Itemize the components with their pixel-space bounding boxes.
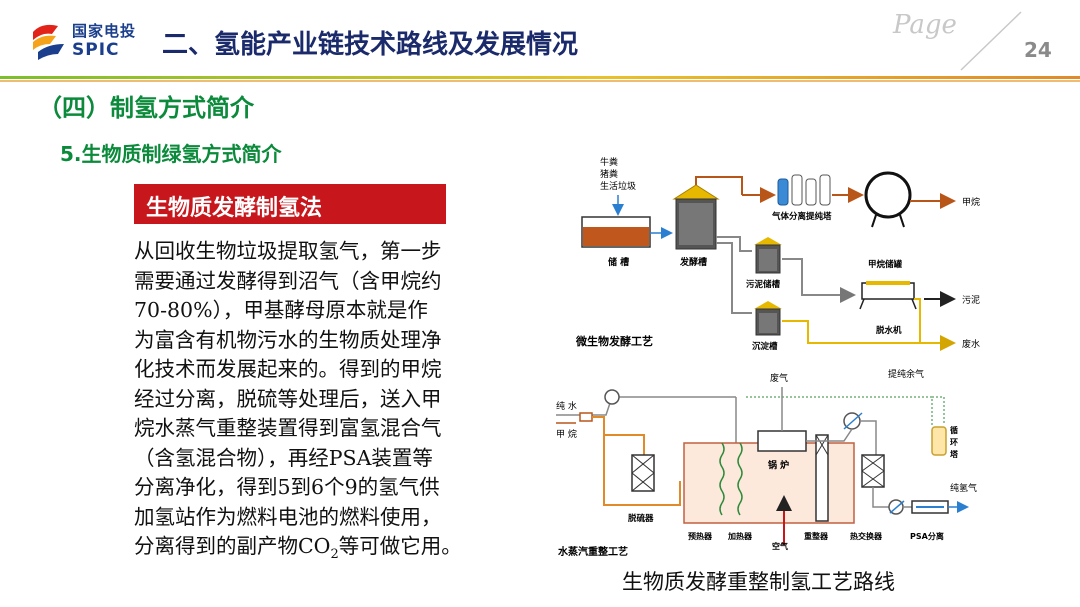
body-line: 70-80%），甲基酵母原本就是作 xyxy=(134,298,428,322)
label-boiler: 锅 炉 xyxy=(767,459,789,471)
process-diagram: 牛粪 猪粪 生活垃圾 储 槽 发酵槽 气体分离提纯塔 xyxy=(556,156,980,558)
logo-english-name: SPIC xyxy=(72,40,120,60)
input-cow-manure: 牛粪 xyxy=(600,156,618,168)
label-dewatering: 脱水机 xyxy=(876,325,902,336)
sludge-storage-tank xyxy=(754,237,782,274)
label-circ-tower-2: 环 xyxy=(950,438,958,447)
label-psa: PSA分离 xyxy=(910,531,944,541)
label-heater: 加热器 xyxy=(727,531,753,541)
label-reformer: 重整器 xyxy=(804,531,829,541)
body-line-text-end: 等可做它用。 xyxy=(338,534,462,558)
method-band-label: 生物质发酵制氢法 xyxy=(146,196,323,221)
subscript-two: 2 xyxy=(330,547,339,563)
label-settling-tank: 沉淀槽 xyxy=(752,341,778,352)
logo-mark xyxy=(33,24,64,60)
settling-tank xyxy=(754,301,782,336)
body-line-last: 分离得到的副产物CO2等可做它用。 xyxy=(134,532,506,570)
label-methane-input: 甲 烷 xyxy=(556,428,577,440)
body-line: 经过分离，脱硫等处理后，送入甲 xyxy=(134,386,442,411)
body-line: 加氢站作为燃料电池的燃料使用， xyxy=(134,504,442,529)
label-sludge-tank: 污泥储槽 xyxy=(746,279,781,290)
logo-chinese-name: 国家电投 xyxy=(72,22,137,40)
body-line: （含氢混合物），再经PSA装置等 xyxy=(134,445,433,470)
page-number: 24 xyxy=(1024,38,1052,62)
label-desulfurizer: 脱硫器 xyxy=(628,513,654,524)
page-divider-slash xyxy=(960,11,1022,71)
spic-logo xyxy=(33,24,64,60)
page-label: Page xyxy=(893,10,957,40)
label-steam-reforming-process: 水蒸汽重整工艺 xyxy=(557,545,628,558)
label-circ-tower-3: 塔 xyxy=(950,449,959,459)
label-microbial-process: 微生物发酵工艺 xyxy=(575,334,653,348)
methane-storage-sphere xyxy=(864,171,912,228)
heat-exchanger xyxy=(861,454,885,488)
label-sludge-output: 污泥 xyxy=(962,294,980,306)
label-storage-tank: 储 槽 xyxy=(608,256,629,268)
label-air: 空气 xyxy=(772,541,788,551)
body-line: 化技术而发展起来的。得到的甲烷 xyxy=(134,357,442,381)
body-line: 需要通过发酵得到沼气（含甲烷约 xyxy=(134,268,442,293)
header-rule xyxy=(0,76,1080,79)
label-methane-output: 甲烷 xyxy=(962,196,980,208)
circulation-tower xyxy=(931,426,947,456)
input-pig-manure: 猪粪 xyxy=(600,168,618,180)
label-wastewater-output: 废水 xyxy=(962,338,980,350)
diagram-top: 牛粪 猪粪 生活垃圾 储 槽 发酵槽 气体分离提纯塔 xyxy=(575,156,980,352)
label-gas-purification: 气体分离提纯塔 xyxy=(771,211,832,222)
dewatering-machine xyxy=(859,281,917,310)
label-exhaust: 废气 xyxy=(770,372,788,384)
diagram-bottom: 废气 提纯余气 纯 水 甲 烷 脱硫器 xyxy=(556,368,977,558)
label-fermentation-tank: 发酵槽 xyxy=(679,256,707,268)
label-heat-exchanger: 热交换器 xyxy=(850,531,883,541)
storage-tank xyxy=(581,216,651,248)
body-line-text: 分离得到的副产物CO xyxy=(134,534,331,558)
fermentation-tank xyxy=(672,184,720,250)
label-circ-tower-1: 循 xyxy=(949,425,958,435)
label-pure-water: 纯 水 xyxy=(556,400,577,412)
method-band xyxy=(134,184,446,224)
header-rule-secondary xyxy=(0,80,1080,82)
diagram-caption: 生物质发酵重整制氢工艺路线 xyxy=(622,570,895,594)
body-line: 分离净化，得到5到6个9的氢气供 xyxy=(134,475,440,499)
label-residual-gas: 提纯余气 xyxy=(888,368,924,380)
page-title: 二、氢能产业链技术路线及发展情况 xyxy=(162,30,579,60)
body-line: 烷水蒸气重整装置得到富氢混合气 xyxy=(134,416,442,440)
section-title: （四）制氢方式简介 xyxy=(38,94,254,122)
gas-purification-tower xyxy=(777,174,831,206)
subsection-title: 5.生物质制绿氢方式简介 xyxy=(60,142,282,166)
label-methane-tank: 甲烷储罐 xyxy=(868,259,903,270)
body-line: 从回收生物垃圾提取氢气，第一步 xyxy=(134,239,442,263)
label-pure-hydrogen: 纯氢气 xyxy=(950,482,977,494)
desulfurizer xyxy=(631,454,655,492)
boiler-enclosure xyxy=(683,430,855,545)
input-household-waste: 生活垃圾 xyxy=(600,180,636,192)
body-line: 为富含有机物污水的生物质处理净 xyxy=(134,327,442,352)
body-paragraph: 从回收生物垃圾提取氢气，第一步 需要通过发酵得到沼气（含甲烷约 70-80%），… xyxy=(134,237,506,570)
psa-separator xyxy=(911,500,949,514)
label-preheater: 预热器 xyxy=(688,531,713,541)
